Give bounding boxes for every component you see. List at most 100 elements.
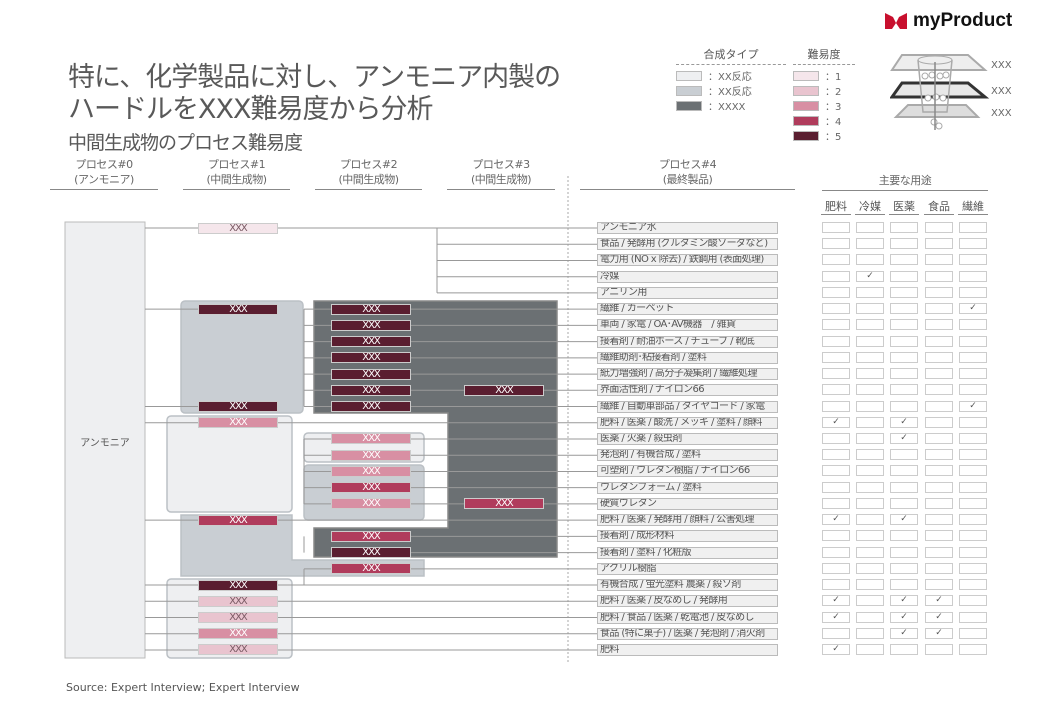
use-checkbox [822,335,850,347]
legend-type-item: ：XXXX [676,99,786,113]
use-checkbox [822,530,850,542]
use-checkbox [925,449,953,461]
group-box-dark [313,300,558,558]
use-checkbox [856,449,884,461]
process-0-label: アンモニア [80,438,130,449]
group-box-light [166,415,293,513]
use-checkbox: ✓ [890,514,918,526]
check-icon: ✓ [900,611,908,622]
use-checkbox [959,611,987,623]
process-2-difficulty-bar: XXX [331,465,411,477]
use-checkbox [856,416,884,428]
check-icon: ✓ [969,400,977,411]
use-checkbox [959,335,987,347]
use-checkbox [959,481,987,493]
group-box-medium [180,514,425,577]
use-checkbox [959,579,987,591]
use-category-header: 冷媒 [855,198,885,215]
use-checkbox [822,562,850,574]
final-product-item: アンモニア水 [597,222,778,234]
process-2-difficulty-bar: XXX [331,547,411,559]
use-checkbox [890,465,918,477]
process-0-box [64,221,146,659]
final-product-item: アニリン用 [597,286,778,299]
process-2-difficulty-bar: XXX [331,384,411,396]
final-product-item: 接着剤 / 成形材料 [597,530,778,543]
use-checkbox [925,481,953,493]
process-2-difficulty-bar: XXX [331,303,411,315]
use-checkbox [822,270,850,282]
check-icon: ✓ [935,611,943,622]
use-checkbox [925,497,953,509]
use-checkbox [959,286,987,298]
use-checkbox [959,368,987,380]
process-1-difficulty-bar: XXX [198,303,278,315]
column-subtitle: (中間生成物) [206,173,267,186]
use-checkbox [925,254,953,266]
use-checkbox [959,497,987,509]
check-icon: ✓ [832,643,840,654]
use-checkbox [925,222,953,233]
use-checkbox [959,238,987,250]
legend-swatch [676,70,702,81]
legend-type-title: 合成タイプ [676,46,786,65]
final-product-item: 食品 / 発酵用 (グルタミン酸ソーダなど) [597,238,778,251]
use-checkbox [959,319,987,331]
brand-mark-icon [885,13,907,29]
process-1-difficulty-bar: XXX [198,417,278,429]
page-subtitle: 中間生成物のプロセス難易度 [68,132,303,154]
final-product-item: 繊維助剤･粘接着剤 / 塗料 [597,351,778,364]
process-2-difficulty-bar: XXX [331,498,411,510]
page-title: 特に、化学製品に対し、アンモニア内製の ハードルをXXX難易度から分析 [68,62,561,126]
process-2-difficulty-bar: XXX [331,352,411,364]
brand-name: myProduct [913,10,1013,31]
check-icon: ✓ [935,595,943,606]
column-title: プロセス#1 [207,158,266,171]
use-checkbox [856,432,884,444]
use-checkbox [959,449,987,461]
use-checkbox [925,643,953,655]
check-icon: ✓ [832,595,840,606]
use-checkbox [959,222,987,233]
final-product-item: 肥料 / 医薬 / 酸洗 / メッキ / 塗料 / 顔料 [597,416,778,429]
use-checkbox [925,319,953,331]
use-checkbox [856,579,884,591]
process-1-difficulty-bar: XXX [198,579,278,591]
use-checkbox: ✓ [925,611,953,623]
check-icon: ✓ [900,627,908,638]
use-checkbox [890,238,918,250]
title-line-1: 特に、化学製品に対し、アンモニア内製の [68,62,561,93]
use-checkbox: ✓ [890,432,918,444]
legend-swatch [793,100,819,111]
final-product-item: 医薬 / 火薬 / 殺虫剤 [597,432,778,445]
process-2-difficulty-bar: XXX [331,368,411,380]
legend-swatch [676,85,702,96]
column-header-process-1: プロセス#1 (中間生成物) [183,157,290,190]
use-checkbox [925,303,953,315]
use-checkbox [925,368,953,380]
final-product-item: 食品 (特に菓子) / 医薬 / 発泡剤 / 消火剤 [597,627,778,640]
final-product-item: ウレタンフォーム / 塗料 [597,481,778,494]
final-product-item: 可塑剤 / ウレタン樹脂 / ナイロン66 [597,465,778,478]
use-checkbox [856,514,884,526]
use-checkbox [925,335,953,347]
use-checkbox [890,481,918,493]
use-checkbox [925,238,953,250]
use-checkbox: ✓ [890,627,918,639]
use-checkbox [890,270,918,282]
process-2-difficulty-bar: XXX [331,482,411,494]
final-product-item: 繊維 / 自動車部品 / タイヤコード / 家電 [597,400,778,413]
column-title: プロセス#3 [472,158,530,171]
use-checkbox [822,627,850,639]
use-checkbox [925,579,953,591]
column-header-process-4: プロセス#4(最終製品) [580,157,795,190]
use-checkbox [890,546,918,558]
use-checkbox [856,286,884,298]
legend-difficulty-title: 難易度 [793,46,855,65]
use-category-header: 繊維 [958,198,988,215]
use-checkbox [890,351,918,363]
use-checkbox [925,286,953,298]
process-2-difficulty-bar: XXX [331,563,411,575]
final-product-item: 接着剤 / 塗料 / 化粧版 [597,546,778,559]
final-product-item: 繊維 / カーペット [597,303,778,316]
